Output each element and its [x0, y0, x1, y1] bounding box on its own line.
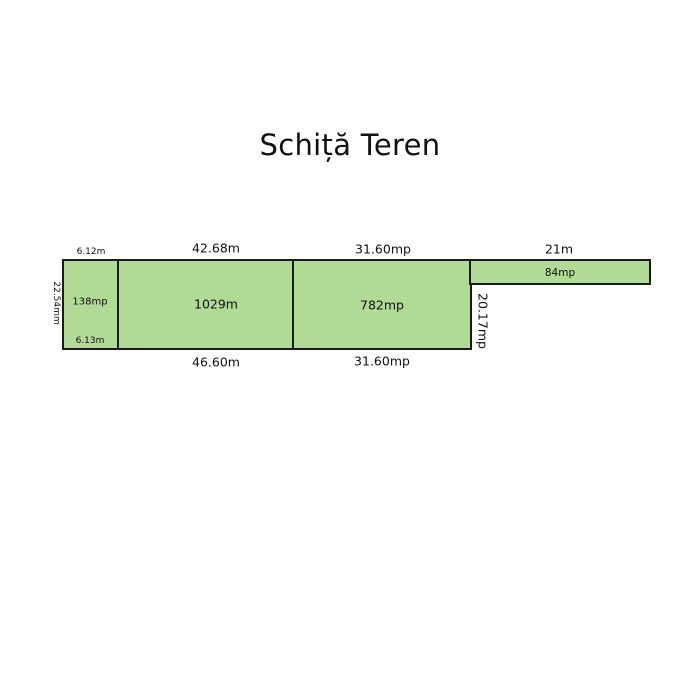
- plot-left: [62, 259, 120, 350]
- right-area: 782mp: [360, 297, 404, 313]
- plot-right: [292, 259, 472, 350]
- left-side-length: 22.54mm: [51, 281, 61, 325]
- plot-middle: [117, 259, 295, 350]
- page-title: Schiță Teren: [259, 128, 441, 162]
- strip-area: 84mp: [544, 267, 576, 279]
- middle-area: 1029m: [194, 296, 238, 312]
- plot-strip: [469, 259, 651, 285]
- strip-top-length: 21m: [544, 241, 574, 257]
- middle-top-length: 42.68m: [192, 240, 240, 256]
- right-bottom-length: 31.60mp: [354, 353, 410, 369]
- left-area: 138mp: [72, 296, 108, 308]
- right-top-length: 31.60mp: [355, 241, 411, 257]
- left-bottom-length: 6.13m: [75, 336, 105, 346]
- right-side-length: 20.17mp: [475, 293, 491, 349]
- middle-bottom-length: 46.60m: [192, 354, 240, 370]
- left-top-length: 6.12m: [76, 247, 106, 257]
